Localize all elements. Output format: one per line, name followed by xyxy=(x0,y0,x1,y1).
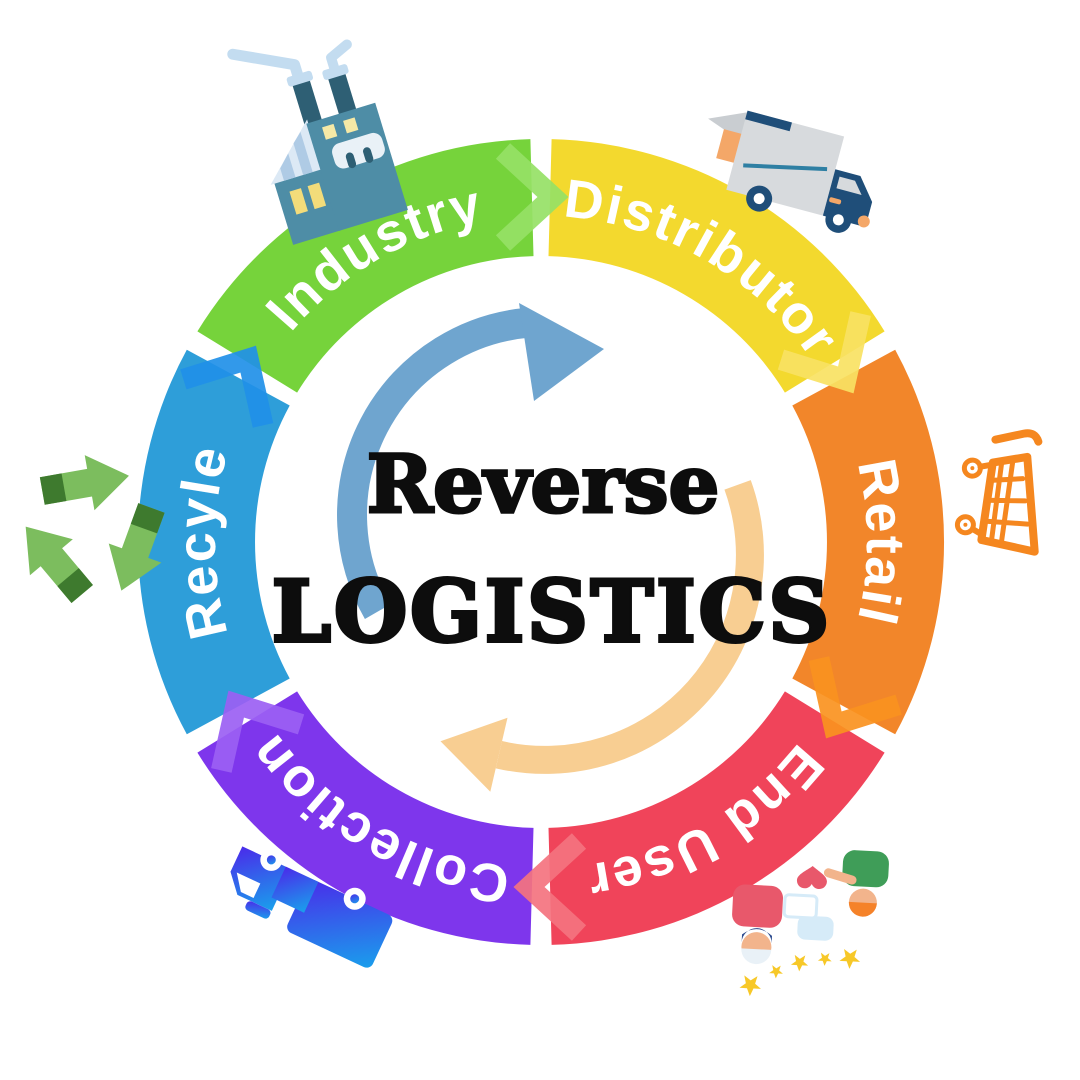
ring-chevrons xyxy=(180,143,902,941)
center-arrow-bottom xyxy=(495,480,764,774)
review-speech-bubble xyxy=(797,915,834,941)
cart-wheel xyxy=(961,457,983,479)
factory-roof-stripe xyxy=(280,153,296,181)
cart-wheel-2 xyxy=(954,514,976,536)
garbage-truck-arm xyxy=(245,901,271,919)
factory-chimney-cap xyxy=(286,70,314,87)
ring xyxy=(137,139,945,945)
center-title: Reverse LOGISTICS xyxy=(270,436,832,664)
factory-chimney-2 xyxy=(327,70,359,122)
center-cycle-arrows xyxy=(337,303,764,792)
center-arrow-top xyxy=(337,307,530,619)
factory-window-small xyxy=(322,123,338,140)
star-icon xyxy=(817,952,832,966)
garbage-truck-wheel-hub xyxy=(266,855,276,865)
person-green-hair xyxy=(848,901,877,917)
garbage-truck-body xyxy=(287,879,393,968)
segment-end-user xyxy=(548,691,885,945)
label-retail: Retail xyxy=(846,454,915,631)
truck-wheel-front-hub xyxy=(832,214,844,226)
factory-icon xyxy=(227,39,408,245)
star-icon xyxy=(790,954,809,972)
recycle-arrow-shape xyxy=(25,526,93,604)
factory-chimney xyxy=(291,77,324,133)
star-icon xyxy=(769,965,783,979)
cart-grid xyxy=(982,456,1031,547)
recycle-arrow-tail xyxy=(130,503,165,534)
review-person-red xyxy=(732,884,783,965)
factory-window-small-2 xyxy=(343,117,359,134)
person-green-arm xyxy=(823,868,857,885)
chevron-retail-to-end-user-icon xyxy=(808,656,902,739)
title-line-1: Reverse xyxy=(367,437,720,531)
factory-vent-slot xyxy=(345,152,357,169)
chevron-industry-to-distributor-icon xyxy=(495,143,569,251)
factory-vent-slot-2 xyxy=(363,147,374,163)
truck-fuel-tank xyxy=(857,215,870,228)
garbage-truck-wheel-2-hub xyxy=(350,894,360,904)
center-arrow-bottom-head-icon xyxy=(440,717,508,792)
segment-collection xyxy=(197,691,534,945)
person-red-shirt xyxy=(732,884,783,928)
garbage-truck-icon xyxy=(230,846,393,968)
segment-industry xyxy=(197,139,534,393)
ring-labels: Industry Distributor Retail End User Col… xyxy=(167,168,915,914)
factory-roof-stripe-2 xyxy=(293,131,313,175)
chevron-end-user-to-collection-icon xyxy=(513,833,587,941)
star-icon xyxy=(739,975,761,997)
factory-annex xyxy=(273,167,341,245)
person-red-cap xyxy=(741,948,772,965)
recycle-arrow-tail xyxy=(57,568,93,604)
chevron-distributor-to-retail-icon xyxy=(777,311,871,394)
cart-handle xyxy=(991,429,1043,446)
garbage-truck-link xyxy=(271,866,319,913)
cart-wheel-2-hub xyxy=(963,522,968,527)
recycle-arrow xyxy=(25,526,93,604)
cart-wheel-hub xyxy=(970,466,975,471)
truck-wheel-rear-hub xyxy=(753,193,765,205)
recycle-arrow xyxy=(39,455,129,511)
center-arrow-top-head-icon xyxy=(519,303,604,401)
truck-door-handle xyxy=(829,197,842,205)
factory-window-2 xyxy=(307,182,327,210)
review-stars xyxy=(739,948,861,997)
truck-side-stripe xyxy=(743,163,828,172)
review-card xyxy=(782,893,819,920)
shopping-cart-icon xyxy=(954,429,1043,556)
recycle-icon xyxy=(25,455,165,604)
customers-review-icon xyxy=(732,850,889,997)
factory-smoke-pipe xyxy=(227,48,305,86)
review-heart xyxy=(796,865,827,889)
title-line-2: LOGISTICS xyxy=(272,562,832,661)
segment-recyle xyxy=(137,349,290,735)
truck-roof-edge xyxy=(745,110,792,132)
garbage-truck-window xyxy=(236,872,261,898)
recycle-arrow-tail xyxy=(39,473,67,505)
chevron-recyle-to-industry-icon xyxy=(180,345,274,428)
recycle-arrow xyxy=(108,503,165,591)
review-person-green xyxy=(823,850,889,917)
factory-chimney-cap-2 xyxy=(322,64,349,80)
factory-window xyxy=(289,188,308,215)
truck-cab-window xyxy=(836,176,862,195)
delivery-truck-icon xyxy=(708,110,873,233)
chevron-collection-to-recyle-icon xyxy=(211,690,305,773)
star-icon xyxy=(839,948,861,969)
segment-retail xyxy=(792,349,945,735)
segment-distributor xyxy=(548,139,885,393)
